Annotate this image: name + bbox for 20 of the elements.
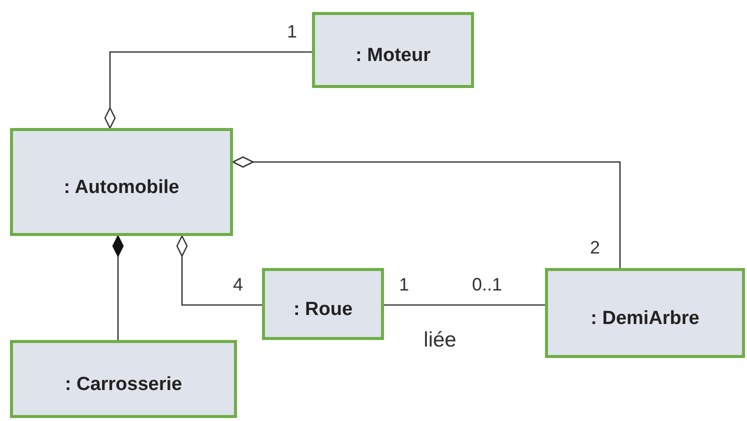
object-box <box>545 268 745 358</box>
multiplicity-label: 1 <box>399 274 409 296</box>
aggregation-line <box>176 235 262 306</box>
object-box <box>10 128 233 236</box>
multiplicity-label: 4 <box>233 274 243 296</box>
aggregation-line <box>232 156 621 268</box>
aggregation-line <box>104 51 312 129</box>
aggregation-line <box>112 235 124 340</box>
object-box <box>10 340 237 418</box>
object-name: : DemiArbre <box>590 306 700 331</box>
multiplicity-label: 2 <box>590 236 600 260</box>
object-box <box>312 12 474 88</box>
object-name: : Automobile <box>64 176 180 200</box>
object-name: : Carrosserie <box>64 372 182 397</box>
association-line <box>384 304 545 306</box>
object-name: : Roue <box>293 298 353 322</box>
object-box <box>262 268 384 340</box>
multiplicity-label: 0..1 <box>472 274 502 296</box>
multiplicity-label: 1 <box>287 20 297 44</box>
object-name: : Moteur <box>356 44 430 68</box>
